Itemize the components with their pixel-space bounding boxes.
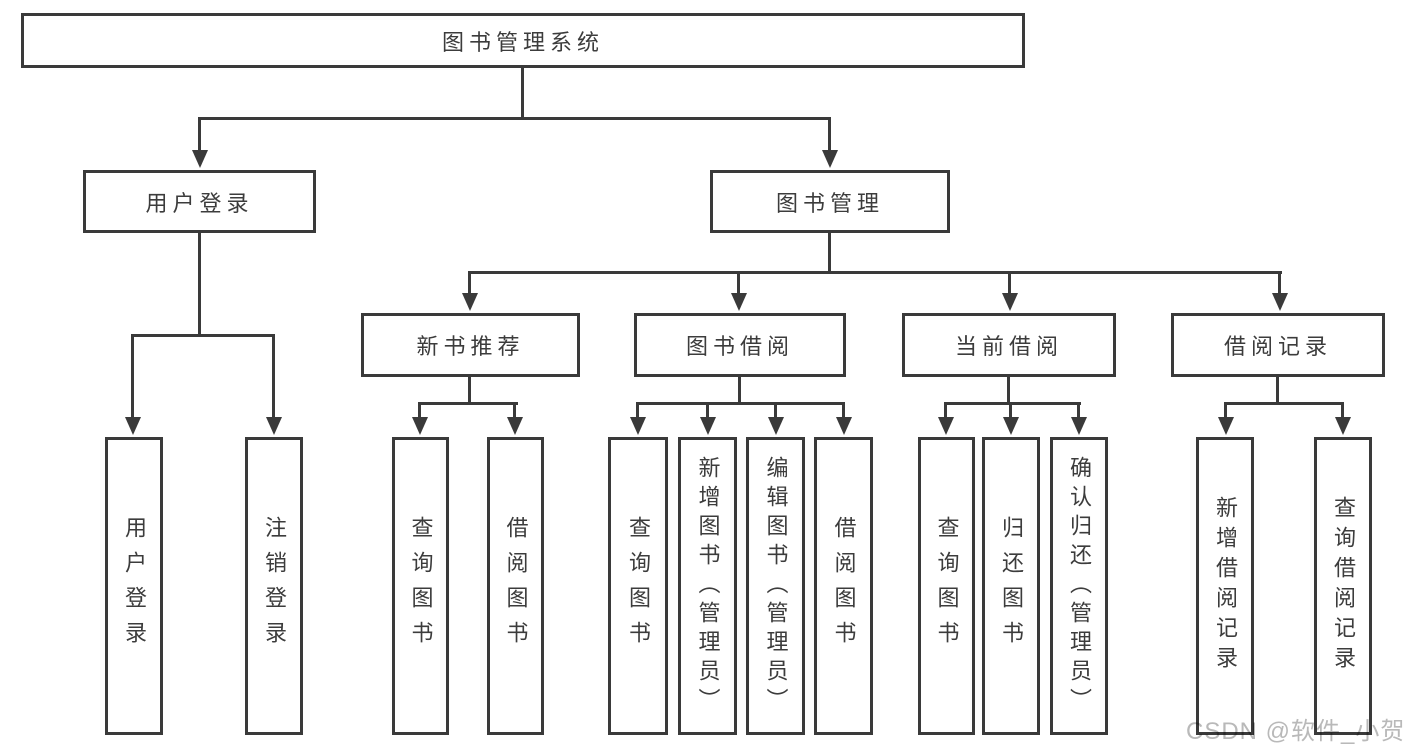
connector-stem xyxy=(198,233,201,337)
connector-stem xyxy=(418,402,421,419)
connector-root-stem xyxy=(521,68,524,119)
leaf-label: 新增图书（管理员） xyxy=(695,455,721,717)
arrow-down-icon xyxy=(1003,417,1019,435)
leaf-label: 新增借阅记录 xyxy=(1213,496,1238,676)
leaf-edit-books-admin: 编辑图书（管理员） xyxy=(746,437,805,735)
leaf-return-books: 归还图书 xyxy=(982,437,1040,735)
connector-stem xyxy=(513,402,516,419)
connector-branch-level3 xyxy=(468,271,1282,274)
leaf-query-books: 查询图书 xyxy=(918,437,975,735)
arrow-down-icon xyxy=(1071,417,1087,435)
connector-branch xyxy=(1224,402,1344,405)
leaf-label: 注销登录 xyxy=(262,516,287,656)
connector-branch xyxy=(418,402,518,405)
connector-branch xyxy=(944,402,1081,405)
leaf-confirm-return-admin: 确认归还（管理员） xyxy=(1050,437,1108,735)
connector-stem xyxy=(1276,377,1279,404)
arrow-down-icon xyxy=(192,150,208,168)
connector-stem xyxy=(131,334,134,419)
connector-stem xyxy=(198,117,201,152)
arrow-down-icon xyxy=(731,293,747,311)
leaf-label: 借阅图书 xyxy=(503,516,529,656)
leaf-label: 查询图书 xyxy=(408,516,434,656)
arrow-down-icon xyxy=(700,417,716,435)
node-new-book-recommend: 新书推荐 xyxy=(361,313,580,377)
leaf-query-borrow-record: 查询借阅记录 xyxy=(1314,437,1372,735)
node-current-borrowing: 当前借阅 xyxy=(902,313,1116,377)
connector-stem xyxy=(828,117,831,152)
arrow-down-icon xyxy=(1335,417,1351,435)
connector-stem xyxy=(272,334,275,419)
leaf-user-login: 用户登录 xyxy=(105,437,163,735)
leaf-query-books: 查询图书 xyxy=(392,437,449,735)
leaf-label: 用户登录 xyxy=(122,516,147,656)
node-label: 用户登录 xyxy=(145,190,254,216)
arrow-down-icon xyxy=(768,417,784,435)
leaf-borrow-books: 借阅图书 xyxy=(814,437,873,735)
csdn-watermark: CSDN @软件_小贺同学 xyxy=(1186,718,1405,745)
leaf-add-borrow-record: 新增借阅记录 xyxy=(1196,437,1254,735)
connector-stem xyxy=(1008,271,1011,295)
arrow-down-icon xyxy=(1002,293,1018,311)
leaf-label: 查询借阅记录 xyxy=(1331,496,1356,676)
leaf-borrow-books: 借阅图书 xyxy=(487,437,544,735)
connector-branch xyxy=(636,402,845,405)
arrow-down-icon xyxy=(1218,417,1234,435)
arrow-down-icon xyxy=(822,150,838,168)
connector-stem xyxy=(774,402,777,419)
connector-stem xyxy=(1007,377,1010,404)
node-label: 当前借阅 xyxy=(954,334,1063,359)
arrow-down-icon xyxy=(630,417,646,435)
arrow-down-icon xyxy=(507,417,523,435)
node-label: 图书管理 xyxy=(775,190,884,216)
connector-stem xyxy=(1077,402,1080,419)
connector-stem xyxy=(468,271,471,295)
node-library-management-system: 图书管理系统 xyxy=(21,13,1025,68)
leaf-query-books: 查询图书 xyxy=(608,437,668,735)
connector-stem xyxy=(706,402,709,419)
node-user-login: 用户登录 xyxy=(83,170,316,233)
leaf-label: 归还图书 xyxy=(999,516,1024,656)
arrow-down-icon xyxy=(462,293,478,311)
connector-stem xyxy=(737,271,740,295)
connector-stem xyxy=(1009,402,1012,419)
node-book-management: 图书管理 xyxy=(710,170,950,233)
arrow-down-icon xyxy=(836,417,852,435)
node-book-borrowing: 图书借阅 xyxy=(634,313,846,377)
leaf-logout: 注销登录 xyxy=(245,437,303,735)
connector-stem xyxy=(1278,271,1281,295)
node-label: 图书管理系统 xyxy=(441,29,604,55)
connector-branch-level2 xyxy=(198,117,831,120)
arrow-down-icon xyxy=(938,417,954,435)
connector-stem xyxy=(738,377,741,404)
connector-stem xyxy=(468,377,471,404)
leaf-label: 确认归还（管理员） xyxy=(1067,455,1092,717)
connector-stem xyxy=(828,233,831,274)
node-label: 图书借阅 xyxy=(685,334,794,359)
arrow-down-icon xyxy=(125,417,141,435)
arrow-down-icon xyxy=(412,417,428,435)
leaf-label: 查询图书 xyxy=(934,516,960,656)
leaf-label: 查询图书 xyxy=(626,516,651,656)
leaf-label: 借阅图书 xyxy=(831,516,857,656)
connector-stem xyxy=(1224,402,1227,419)
node-label: 新书推荐 xyxy=(416,334,525,359)
node-label: 借阅记录 xyxy=(1223,334,1332,359)
arrow-down-icon xyxy=(266,417,282,435)
leaf-add-books-admin: 新增图书（管理员） xyxy=(678,437,737,735)
connector-stem xyxy=(944,402,947,419)
arrow-down-icon xyxy=(1272,293,1288,311)
node-borrowing-records: 借阅记录 xyxy=(1171,313,1385,377)
connector-stem xyxy=(1341,402,1344,419)
connector-branch-user-login xyxy=(131,334,275,337)
connector-stem xyxy=(842,402,845,419)
connector-stem xyxy=(636,402,639,419)
leaf-label: 编辑图书（管理员） xyxy=(763,455,789,717)
